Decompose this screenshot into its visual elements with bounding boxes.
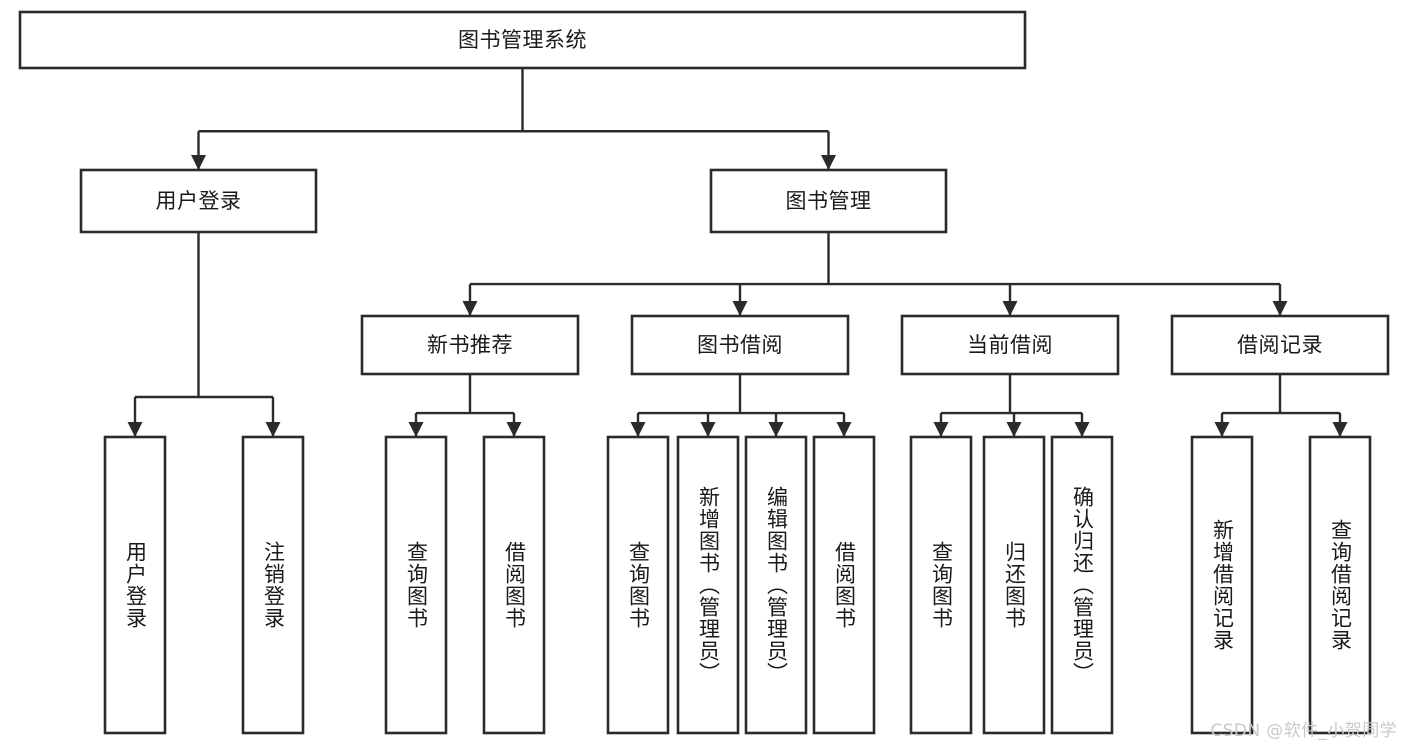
- node-box-leaf-add-record[interactable]: [1190, 435, 1254, 735]
- node-box-borrow-record[interactable]: [1170, 314, 1390, 376]
- arrow-head-leaf-return-book: [1006, 422, 1022, 437]
- node-box-leaf-logout[interactable]: [241, 435, 305, 735]
- node-box-leaf-query-book-cur[interactable]: [909, 435, 973, 735]
- arrow-head-leaf-query-book-cur: [933, 422, 949, 437]
- node-box-leaf-user-login[interactable]: [103, 435, 167, 735]
- node-box-leaf-confirm-return[interactable]: [1050, 435, 1114, 735]
- node-box-leaf-borrow-book-rec[interactable]: [482, 435, 546, 735]
- node-box-new-book-recommend[interactable]: [360, 314, 580, 376]
- arrow-head-leaf-confirm-return: [1074, 422, 1090, 437]
- edges-layer: [127, 68, 1348, 437]
- node-box-leaf-borrow-book[interactable]: [812, 435, 876, 735]
- node-box-book-borrow[interactable]: [630, 314, 850, 376]
- arrow-head-borrow-record: [1272, 301, 1288, 316]
- node-box-leaf-return-book[interactable]: [982, 435, 1046, 735]
- boxes-layer: [18, 10, 1390, 735]
- arrow-head-leaf-borrow-book-rec: [506, 422, 522, 437]
- arrow-head-leaf-query-book-borrow: [630, 422, 646, 437]
- node-box-leaf-edit-book[interactable]: [744, 435, 808, 735]
- arrow-head-leaf-logout: [265, 422, 281, 437]
- arrow-head-leaf-user-login: [127, 422, 143, 437]
- arrow-head-new-book-recommend: [462, 301, 478, 316]
- arrow-head-leaf-query-record: [1332, 422, 1348, 437]
- node-box-current-borrow[interactable]: [900, 314, 1120, 376]
- node-box-root[interactable]: [18, 10, 1027, 70]
- node-box-leaf-query-record[interactable]: [1308, 435, 1372, 735]
- arrow-head-leaf-query-book-rec: [408, 422, 424, 437]
- node-box-book-management[interactable]: [709, 168, 948, 234]
- arrow-head-leaf-add-record: [1214, 422, 1230, 437]
- node-box-leaf-add-book[interactable]: [676, 435, 740, 735]
- arrow-head-leaf-borrow-book: [836, 422, 852, 437]
- node-box-leaf-query-book-borrow[interactable]: [606, 435, 670, 735]
- arrow-head-user-login: [191, 155, 206, 170]
- arrow-head-book-borrow: [732, 301, 748, 316]
- arrow-head-book-management: [821, 155, 836, 170]
- node-box-user-login[interactable]: [79, 168, 318, 234]
- node-box-leaf-query-book-rec[interactable]: [384, 435, 448, 735]
- arrow-head-current-borrow: [1002, 301, 1018, 316]
- arrow-head-leaf-edit-book: [768, 422, 784, 437]
- arrow-head-leaf-add-book: [700, 422, 716, 437]
